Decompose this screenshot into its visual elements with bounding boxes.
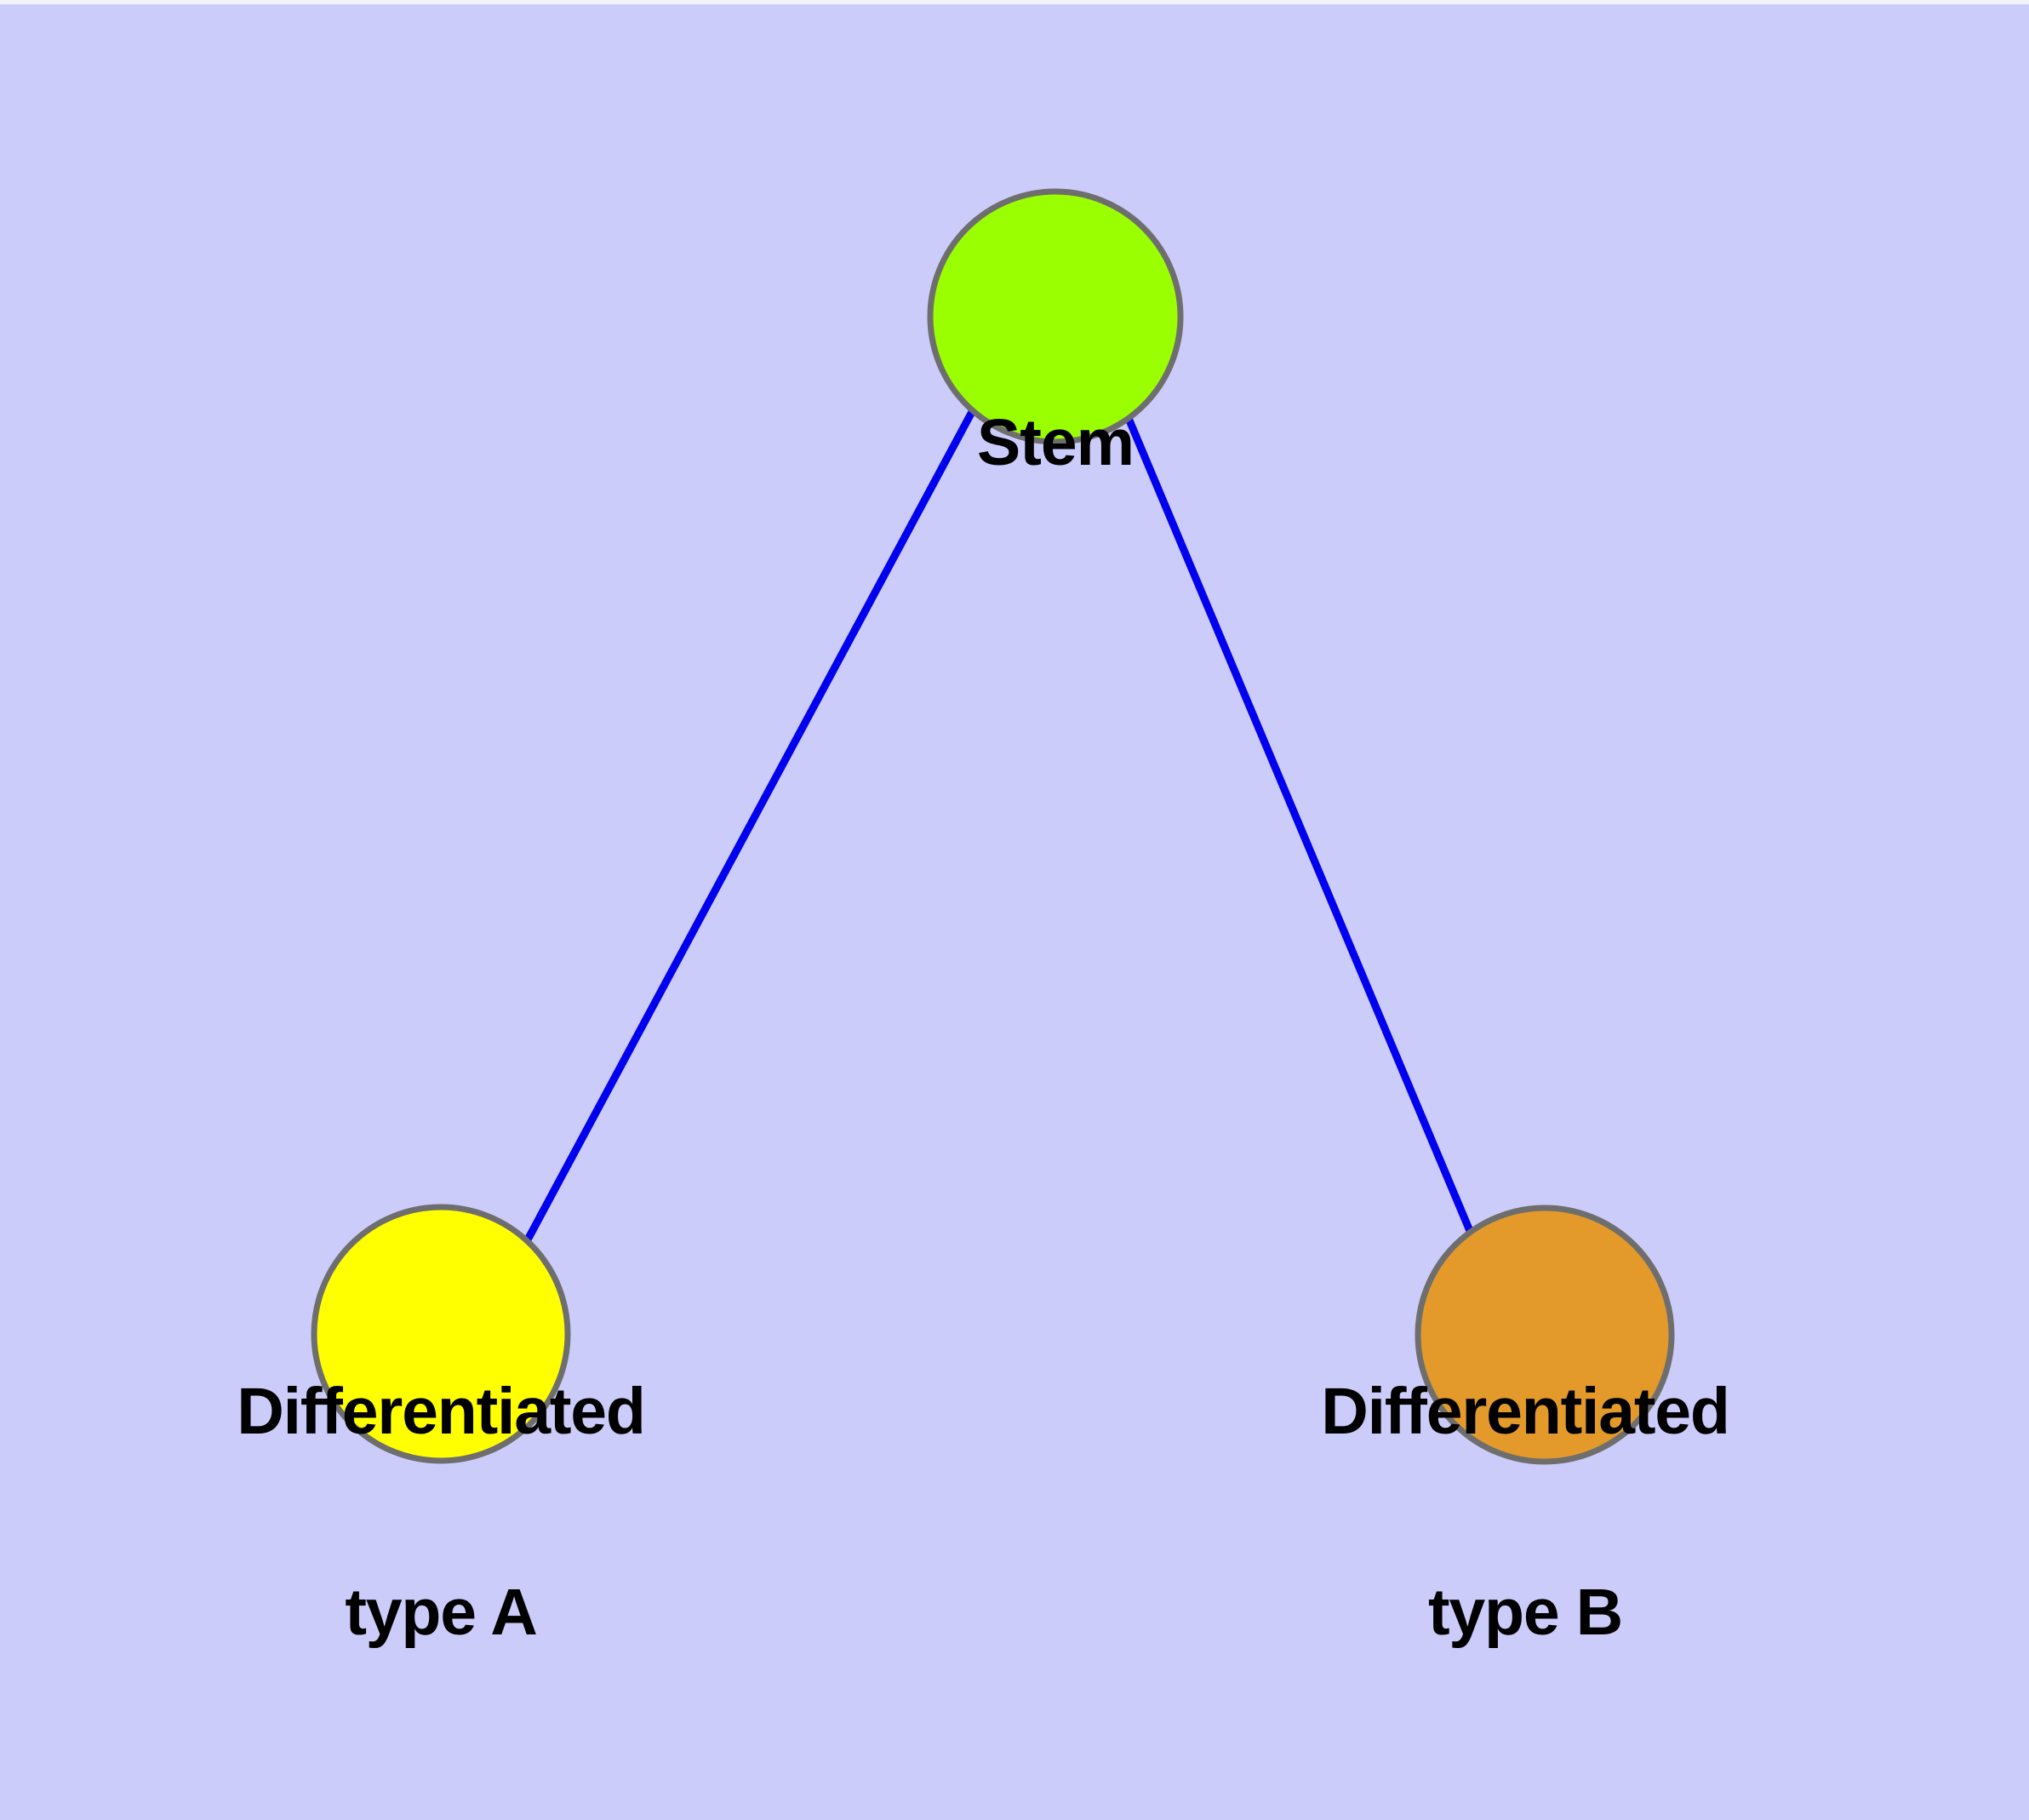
- node-differentiated-type-a[interactable]: [311, 1204, 571, 1464]
- edge-layer: [523, 408, 1474, 1245]
- edge-stem-to-differentiated-a[interactable]: [523, 408, 976, 1245]
- node-stem[interactable]: [927, 188, 1184, 445]
- top-margin-strip: [0, 0, 2029, 4]
- edge-stem-to-differentiated-b[interactable]: [1123, 415, 1474, 1233]
- node-differentiated-type-b[interactable]: [1415, 1205, 1675, 1465]
- node-layer: [311, 188, 1675, 1465]
